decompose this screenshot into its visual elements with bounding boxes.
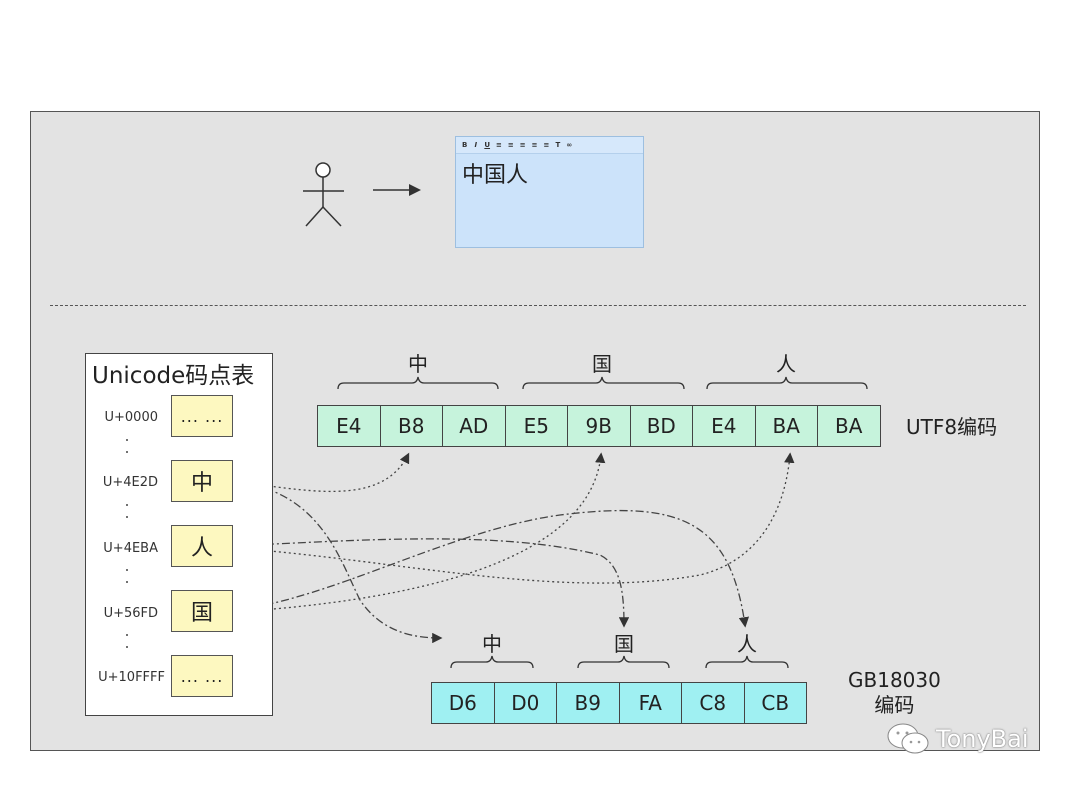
align-left-icon[interactable]: ≡ [519, 141, 526, 149]
gb-char-label: 中 [482, 632, 502, 656]
codepoint-label: U+0000 [104, 410, 159, 425]
codepoint-label: U+10FFFF [98, 670, 165, 685]
ordered-list-icon[interactable]: ≡ [496, 141, 502, 149]
gb-byte-cell: D0 [493, 682, 557, 724]
codepoint-box: 人 [171, 525, 233, 567]
align-center-icon[interactable]: ≡ [531, 141, 538, 149]
link-icon[interactable]: ∞ [566, 141, 573, 149]
utf8-char-label: 国 [592, 352, 612, 376]
codepoint-box: 国 [171, 590, 233, 632]
gb-byte-cell: B9 [556, 682, 620, 724]
gb-encoding-label-line1: GB18030 [848, 668, 941, 692]
unicode-table-title: Unicode码点表 [92, 363, 255, 389]
utf8-char-label: 中 [408, 352, 428, 376]
gb-char-label: 国 [614, 632, 634, 656]
utf8-byte-cell: E4 [317, 405, 381, 447]
gb-encoding-label: GB18030 编码 [848, 668, 941, 718]
align-right-icon[interactable]: ≡ [543, 141, 550, 149]
gb-encoding-label-line2: 编码 [874, 693, 915, 717]
utf8-char-label: 人 [776, 352, 796, 376]
section-divider [50, 305, 1026, 306]
codepoint-label: U+4EBA [103, 541, 158, 556]
underline-icon[interactable]: U [484, 141, 491, 149]
gb-byte-cell: C8 [681, 682, 745, 724]
utf8-byte-cell: 9B [567, 405, 631, 447]
gb-byte-cell: FA [618, 682, 682, 724]
utf8-byte-cell: AD [442, 405, 506, 447]
gb-char-label: 人 [737, 632, 757, 656]
utf8-byte-cell: BA [817, 405, 881, 447]
unordered-list-icon[interactable]: ≡ [507, 141, 514, 149]
utf8-byte-cell: E5 [504, 405, 568, 447]
utf8-byte-cell: B8 [379, 405, 443, 447]
watermark-text: TonyBai [936, 725, 1029, 753]
editor-toolbar: B I U ≡ ≡ ≡ ≡ ≡ T ∞ [456, 137, 643, 154]
codepoint-label: U+56FD [103, 606, 158, 621]
clear-format-icon[interactable]: T [555, 141, 561, 149]
text-editor[interactable]: B I U ≡ ≡ ≡ ≡ ≡ T ∞ 中国人 [455, 136, 644, 248]
utf8-encoding-label: UTF8编码 [906, 415, 998, 439]
editor-content[interactable]: 中国人 [462, 163, 529, 188]
bold-icon[interactable]: B [462, 141, 468, 149]
codepoint-label: U+4E2D [102, 475, 158, 490]
wechat-icon [887, 723, 929, 754]
gb-byte-cell: D6 [431, 682, 495, 724]
codepoint-box: ... ... [171, 395, 233, 437]
utf8-byte-row: E4 B8 AD E5 9B BD E4 BA BA [317, 405, 881, 447]
watermark: TonyBai [886, 722, 1029, 756]
utf8-byte-cell: BA [754, 405, 818, 447]
utf8-byte-cell: BD [629, 405, 693, 447]
codepoint-box: ... ... [171, 655, 233, 697]
gb-byte-row: D6 D0 B9 FA C8 CB [431, 682, 807, 724]
codepoint-box: 中 [171, 460, 233, 502]
italic-icon[interactable]: I [474, 141, 478, 149]
utf8-byte-cell: E4 [692, 405, 756, 447]
gb-byte-cell: CB [743, 682, 807, 724]
